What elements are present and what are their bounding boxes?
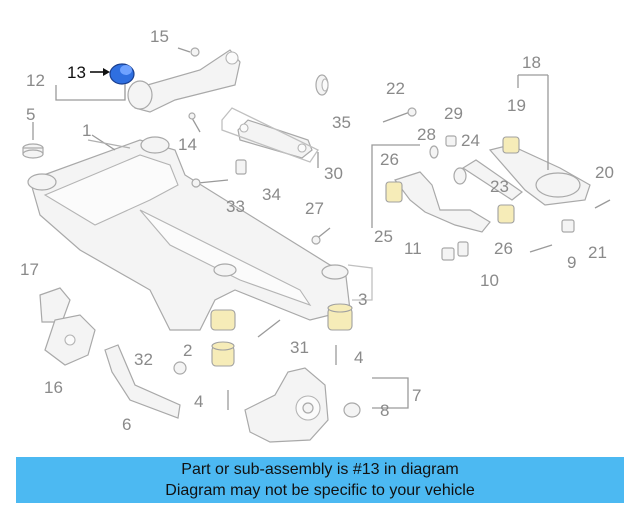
- nut-11: [441, 247, 455, 261]
- callout-23: 23: [490, 177, 509, 196]
- bolt-14: [188, 112, 201, 133]
- nut-32: [173, 361, 187, 375]
- bolt-22: [382, 107, 417, 123]
- callout-33: 33: [226, 197, 245, 216]
- callout-labels: 1 2 3 4 4 5 6 7 8 9 10 11 12 13 14 15 16…: [20, 27, 614, 434]
- callout-21: 21: [588, 243, 607, 262]
- callout-25: 25: [374, 227, 393, 246]
- banner-line-2: Diagram may not be specific to your vehi…: [165, 482, 475, 499]
- arm-25: [385, 171, 515, 233]
- subframe-bushing-2: [210, 309, 236, 367]
- bracket-7: [372, 377, 409, 409]
- arrow-13-head: [103, 68, 110, 76]
- mount-bracket-16: [44, 314, 96, 366]
- bump-stop-5: [22, 122, 44, 159]
- subframe-bushing-3: [327, 303, 353, 331]
- callout-24: 24: [461, 131, 480, 150]
- nut-34: [235, 159, 247, 175]
- banner-line-1: Part or sub-assembly is #13 in diagram: [181, 461, 459, 478]
- callout-11: 11: [404, 239, 422, 258]
- bushing-13-highlighted: [109, 63, 135, 85]
- bracket-3: [347, 264, 373, 301]
- bracket-10: [457, 241, 469, 257]
- upper-control-arm: [127, 49, 241, 113]
- callout-19: 19: [507, 96, 526, 115]
- lower-control-arm-18: [488, 136, 591, 206]
- washer-28: [429, 145, 439, 159]
- callout-31: 31: [290, 338, 309, 357]
- callout-5: 5: [26, 105, 35, 124]
- callout-32: 32: [134, 350, 153, 369]
- callout-17: 17: [20, 260, 39, 279]
- bolt-15: [177, 47, 200, 57]
- callout-13: 13: [67, 63, 86, 82]
- callout-3: 3: [358, 290, 367, 309]
- bushing-24: [453, 167, 467, 185]
- bolt-9: [529, 244, 553, 253]
- bolt-27: [311, 227, 331, 245]
- link-30: [221, 107, 319, 163]
- callout-34: 34: [262, 185, 281, 204]
- callout-4a: 4: [354, 348, 363, 367]
- callout-18: 18: [522, 53, 541, 72]
- callout-35: 35: [332, 113, 351, 132]
- mount-17: [39, 287, 71, 323]
- brace-6: [104, 344, 181, 419]
- callout-26b: 26: [494, 239, 513, 258]
- callout-15: 15: [150, 27, 169, 46]
- callout-16: 16: [44, 378, 63, 397]
- arm-23: [461, 159, 524, 201]
- rear-subframe: [27, 134, 351, 331]
- bushing-35: [315, 74, 329, 96]
- callout-22: 22: [386, 79, 405, 98]
- callout-29: 29: [444, 104, 463, 123]
- callout-20: 20: [595, 163, 614, 182]
- nut-29: [445, 135, 457, 147]
- callout-2: 2: [183, 341, 192, 360]
- bolt-20: [594, 199, 611, 209]
- knuckle-7: [244, 367, 329, 443]
- bolt-4: [227, 345, 337, 410]
- bolt-31: [257, 319, 281, 338]
- bracket-25: [371, 144, 420, 228]
- callout-1: 1: [82, 121, 91, 140]
- callout-27: 27: [305, 199, 324, 218]
- callout-26a: 26: [380, 150, 399, 169]
- callout-12: 12: [26, 71, 45, 90]
- callout-10: 10: [480, 271, 499, 290]
- bushing-8: [343, 402, 361, 418]
- callout-6: 6: [122, 415, 131, 434]
- callout-4b: 4: [194, 392, 203, 411]
- info-banner: Part or sub-assembly is #13 in diagram D…: [16, 457, 624, 503]
- callout-7: 7: [412, 386, 421, 405]
- callout-8: 8: [380, 401, 389, 420]
- subframe-outline-1: [87, 139, 131, 149]
- callout-30: 30: [324, 164, 343, 183]
- callout-14: 14: [178, 135, 197, 154]
- callout-28: 28: [417, 125, 436, 144]
- callout-9: 9: [567, 253, 576, 272]
- bracket-18: [517, 74, 549, 170]
- bracket-12: [55, 84, 126, 101]
- nut-21: [561, 219, 575, 233]
- bolt-33: [191, 178, 229, 188]
